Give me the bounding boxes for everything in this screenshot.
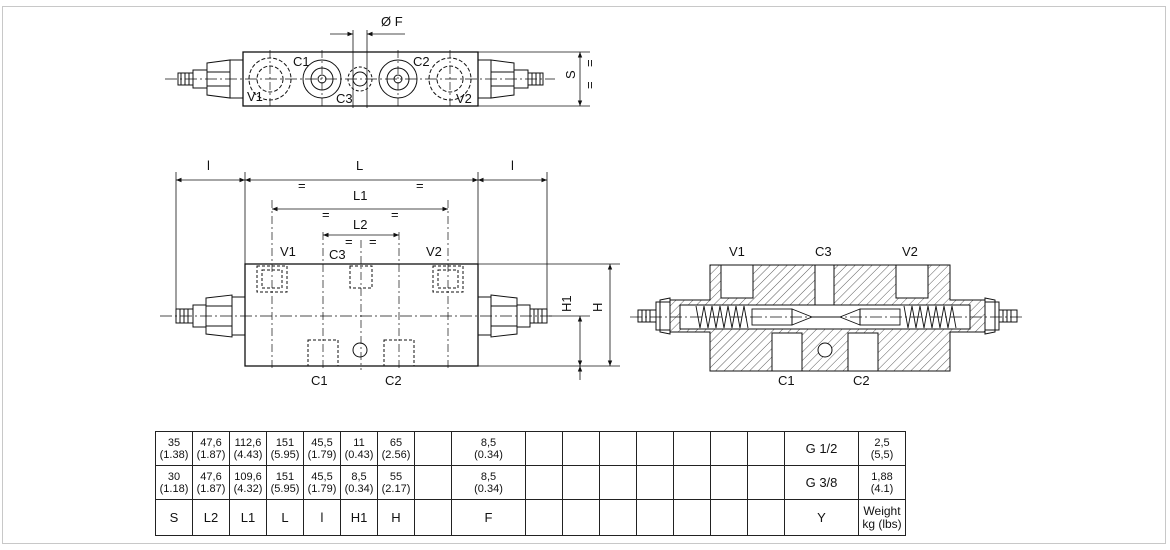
front-dim-h1: H1	[559, 295, 574, 312]
header-y: Y	[784, 499, 859, 536]
cell-l2: 47,6(1.87)	[192, 431, 230, 466]
cell-empty	[599, 499, 637, 536]
cell-empty	[525, 431, 563, 466]
top-view	[165, 30, 590, 108]
header-f: F	[451, 499, 526, 536]
top-dim-s: S	[563, 70, 578, 79]
cell-empty	[747, 431, 785, 466]
cell-empty	[562, 431, 600, 466]
top-eq-2: =	[582, 81, 597, 89]
cell-empty	[710, 465, 748, 500]
cell-i: 45,5(1.79)	[303, 465, 341, 500]
header-s: S	[155, 499, 193, 536]
front-label-c1: C1	[311, 373, 328, 388]
cell-l2: 47,6(1.87)	[192, 465, 230, 500]
section-label-v1: V1	[729, 244, 745, 259]
header-h: H	[377, 499, 415, 536]
cell-empty	[525, 499, 563, 536]
front-eq-l2-left: =	[345, 234, 353, 249]
section-label-v2: V2	[902, 244, 918, 259]
section-label-c3: C3	[815, 244, 832, 259]
front-dim-h: H	[590, 303, 605, 312]
drawing-frame	[2, 6, 1166, 544]
cell-empty	[525, 465, 563, 500]
cell-weight: 2,5(5,5)	[858, 431, 906, 466]
cell-empty	[562, 465, 600, 500]
front-dim-i-right: l	[511, 158, 514, 173]
cell-h: 55(2.17)	[377, 465, 415, 500]
front-view-labels: L l l L1 L2 = = = = = = V1 V2 C3 C1 C2 H…	[207, 158, 605, 388]
cell-empty	[599, 431, 637, 466]
cell-l1: 109,6(4.32)	[229, 465, 267, 500]
cell-f: 8,5(0.34)	[451, 465, 526, 500]
front-view-body	[244, 263, 479, 367]
front-label-v1: V1	[280, 244, 296, 259]
section-view	[630, 264, 1025, 372]
cell-f: 8,5(0.34)	[451, 431, 526, 466]
header-i: l	[303, 499, 341, 536]
cell-l: 151(5.95)	[266, 465, 304, 500]
cell-empty	[414, 465, 452, 500]
front-eq-l2-right: =	[369, 234, 377, 249]
cell-empty	[636, 499, 674, 536]
cell-y: G 1/2	[784, 431, 859, 466]
front-label-c2: C2	[385, 373, 402, 388]
cell-empty	[673, 499, 711, 536]
cell-h: 65(2.56)	[377, 431, 415, 466]
top-eq-1: =	[582, 59, 597, 67]
front-label-v2: V2	[426, 244, 442, 259]
front-dim-l1: L1	[353, 188, 367, 203]
cell-empty	[562, 499, 600, 536]
cell-l: 151(5.95)	[266, 431, 304, 466]
table-row: 30(1.18) 47,6(1.87) 109,6(4.32) 151(5.95…	[155, 465, 906, 500]
cell-empty	[747, 499, 785, 536]
top-label-v2: V2	[456, 91, 472, 106]
top-label-c3: C3	[336, 91, 353, 106]
cell-empty	[747, 465, 785, 500]
cell-h1: 11(0.43)	[340, 431, 378, 466]
front-dim-i-left: l	[207, 158, 210, 173]
top-view-labels: C1 C2 C3 V1 V2 Ø F S = =	[247, 14, 597, 106]
cell-s: 30(1.18)	[155, 465, 193, 500]
front-eq-l-left: =	[298, 178, 306, 193]
top-dim-phi-f: Ø F	[381, 14, 403, 29]
cell-weight: 1,88(4.1)	[858, 465, 906, 500]
technical-drawing: C1 C2 C3 V1 V2 Ø F S = =	[160, 14, 1025, 388]
cell-empty	[710, 431, 748, 466]
front-label-c3: C3	[329, 247, 346, 262]
table-row: 35(1.38) 47,6(1.87) 112,6(4.43) 151(5.95…	[155, 431, 906, 466]
cell-s: 35(1.38)	[155, 431, 193, 466]
cell-empty	[414, 431, 452, 466]
section-label-c1: C1	[778, 373, 795, 388]
top-label-v1: V1	[247, 89, 263, 104]
front-eq-l1-left: =	[322, 207, 330, 222]
cell-empty	[636, 465, 674, 500]
cell-empty	[673, 431, 711, 466]
header-l: L	[266, 499, 304, 536]
cell-empty	[673, 465, 711, 500]
front-view	[160, 172, 620, 380]
cell-empty	[414, 499, 452, 536]
cell-i: 45,5(1.79)	[303, 431, 341, 466]
front-eq-l1-right: =	[391, 207, 399, 222]
cell-h1: 8,5(0.34)	[340, 465, 378, 500]
top-label-c1: C1	[293, 54, 310, 69]
cell-empty	[636, 431, 674, 466]
top-label-c2: C2	[413, 54, 430, 69]
section-label-c2: C2	[853, 373, 870, 388]
header-l1: L1	[229, 499, 267, 536]
cell-y: G 3/8	[784, 465, 859, 500]
dimension-table: 35(1.38) 47,6(1.87) 112,6(4.43) 151(5.95…	[155, 431, 906, 536]
front-eq-l-right: =	[416, 178, 424, 193]
front-dim-l2: L2	[353, 217, 367, 232]
cell-empty	[710, 499, 748, 536]
cell-empty	[599, 465, 637, 500]
cell-l1: 112,6(4.43)	[229, 431, 267, 466]
header-l2: L2	[192, 499, 230, 536]
section-view-labels: V1 C3 V2 C1 C2	[729, 244, 918, 388]
front-dim-l: L	[356, 158, 363, 173]
header-h1: H1	[340, 499, 378, 536]
